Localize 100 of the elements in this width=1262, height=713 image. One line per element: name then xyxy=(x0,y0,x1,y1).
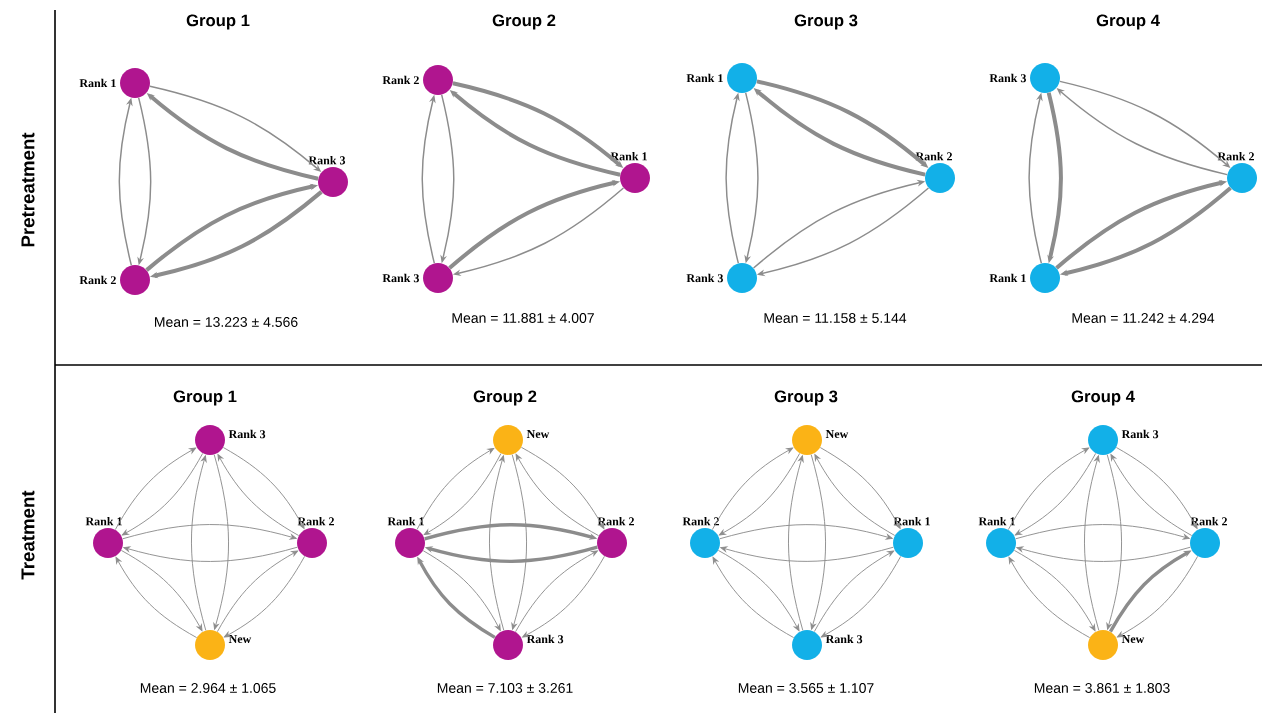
arrow xyxy=(1106,454,1123,630)
node-label: Rank 3 xyxy=(686,273,723,283)
arrow xyxy=(423,453,502,536)
graph-node: Rank 2 xyxy=(597,516,634,558)
arrow xyxy=(121,452,204,536)
arrow xyxy=(115,556,198,639)
arrow xyxy=(223,555,306,638)
node-label: New xyxy=(228,635,252,643)
node-label: Rank 1 xyxy=(686,73,723,83)
graph-node: Rank 3 xyxy=(1088,425,1159,455)
group-title: Group 1 xyxy=(186,14,250,30)
graph-node: New xyxy=(792,425,849,455)
arrow xyxy=(711,447,794,531)
mean-value: Mean = 7.103 ± 3.261 xyxy=(437,683,573,693)
graph-node: Rank 3 xyxy=(308,155,348,197)
node-label: Rank 2 xyxy=(682,516,719,526)
node-label: Rank 1 xyxy=(989,273,1026,283)
graph-node: Rank 3 xyxy=(195,425,266,455)
mean-value: Mean = 11.881 ± 4.007 xyxy=(452,313,594,323)
arrow xyxy=(810,454,827,630)
graph-node: New xyxy=(195,630,252,660)
graph-node: Rank 3 xyxy=(493,630,564,660)
graph-node: Rank 1 xyxy=(989,263,1060,293)
arrow xyxy=(1116,555,1199,638)
node-label: Rank 1 xyxy=(387,516,424,526)
arrow xyxy=(120,549,203,632)
node-label: Rank 1 xyxy=(893,516,930,526)
graph-node: Rank 1 xyxy=(893,516,930,558)
graph-node: Rank 3 xyxy=(792,630,863,660)
arrow xyxy=(522,555,605,638)
arrow xyxy=(820,555,902,638)
arrow xyxy=(1110,454,1193,536)
arrow xyxy=(520,446,605,530)
node-label: Rank 3 xyxy=(825,634,863,644)
arrow xyxy=(416,447,495,530)
arrow xyxy=(511,454,527,630)
graph-node: Rank 1 xyxy=(85,516,123,558)
graph-node: New xyxy=(493,425,550,455)
arrow xyxy=(819,447,901,529)
node-label: New xyxy=(526,430,550,438)
arrow xyxy=(814,454,896,536)
arrow xyxy=(1007,447,1090,531)
arrow xyxy=(515,550,598,633)
arrow xyxy=(1016,546,1191,562)
arrow xyxy=(1115,447,1198,529)
graph-node: Rank 2 xyxy=(682,516,720,558)
graph-node: Rank 3 xyxy=(686,263,757,293)
graph-node: Rank 1 xyxy=(79,68,150,98)
group-title: Group 4 xyxy=(1071,390,1135,406)
group-title: Group 1 xyxy=(173,390,237,406)
node-label: Rank 3 xyxy=(989,73,1026,83)
arrow xyxy=(788,455,804,631)
arrow xyxy=(1013,549,1096,632)
node-label: Rank 1 xyxy=(978,516,1015,526)
graph-node: Rank 1 xyxy=(686,63,757,93)
arrow xyxy=(719,524,893,540)
arrow xyxy=(720,546,894,562)
arrow xyxy=(422,550,501,631)
arrow xyxy=(813,550,895,633)
node-label: Rank 3 xyxy=(526,634,564,644)
arrow xyxy=(222,447,305,529)
arrow xyxy=(1008,556,1091,639)
graph-node: Rank 2 xyxy=(79,265,150,295)
node-label: Rank 3 xyxy=(228,429,266,439)
row-label: Pretreatment xyxy=(21,132,35,247)
arrow xyxy=(489,455,505,631)
node-label: Rank 2 xyxy=(1190,516,1227,526)
arrow xyxy=(217,454,300,536)
graph-node: Rank 1 xyxy=(978,516,1016,558)
node-label: Rank 1 xyxy=(85,516,122,526)
node-label: Rank 2 xyxy=(79,275,116,285)
node-label: Rank 2 xyxy=(597,516,634,526)
arrow xyxy=(191,455,207,631)
group-title: Group 3 xyxy=(794,14,858,30)
node-label: Rank 2 xyxy=(297,516,334,526)
graph-node: Rank 3 xyxy=(989,63,1060,93)
mean-value: Mean = 11.242 ± 4.294 xyxy=(1072,313,1215,323)
arrow xyxy=(1015,524,1190,540)
row-label: Treatment xyxy=(21,490,35,580)
node-label: Rank 3 xyxy=(308,155,346,165)
node-label: New xyxy=(825,430,849,438)
arrow xyxy=(216,550,299,633)
arrow xyxy=(123,546,298,562)
mean-value: Mean = 13.223 ± 4.566 xyxy=(155,317,298,327)
arrow xyxy=(114,447,197,531)
mean-value: Mean = 3.565 ± 1.107 xyxy=(738,683,874,693)
graph-node: Rank 2 xyxy=(1217,151,1257,193)
node-label: Rank 1 xyxy=(79,78,116,88)
node-label: New xyxy=(1121,635,1145,643)
mean-value: Mean = 11.158 ± 5.144 xyxy=(764,313,907,323)
graph-node: Rank 1 xyxy=(387,516,425,558)
graph-node: Rank 3 xyxy=(382,263,453,293)
arrow xyxy=(712,556,795,639)
group-title: Group 2 xyxy=(492,14,556,30)
group-title: Group 4 xyxy=(1096,14,1160,30)
arrow xyxy=(717,549,800,632)
graph-node: Rank 2 xyxy=(1190,516,1227,558)
graph-node: Rank 2 xyxy=(297,516,334,558)
node-label: Rank 2 xyxy=(382,75,419,85)
arrow xyxy=(718,452,801,536)
